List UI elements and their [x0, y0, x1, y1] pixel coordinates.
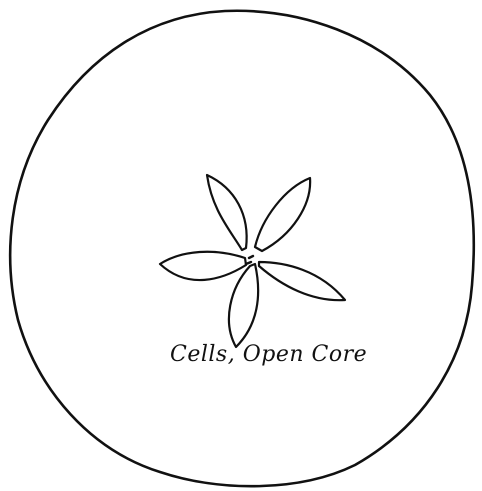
petal-upper-right [255, 178, 310, 251]
core-mark [246, 256, 253, 264]
petal-lower [229, 264, 258, 347]
petal-left [160, 252, 246, 280]
diagram-caption: Cells, Open Core [170, 342, 367, 367]
flower [160, 175, 345, 347]
petal-right [259, 262, 345, 300]
petal-upper-left [207, 175, 247, 250]
